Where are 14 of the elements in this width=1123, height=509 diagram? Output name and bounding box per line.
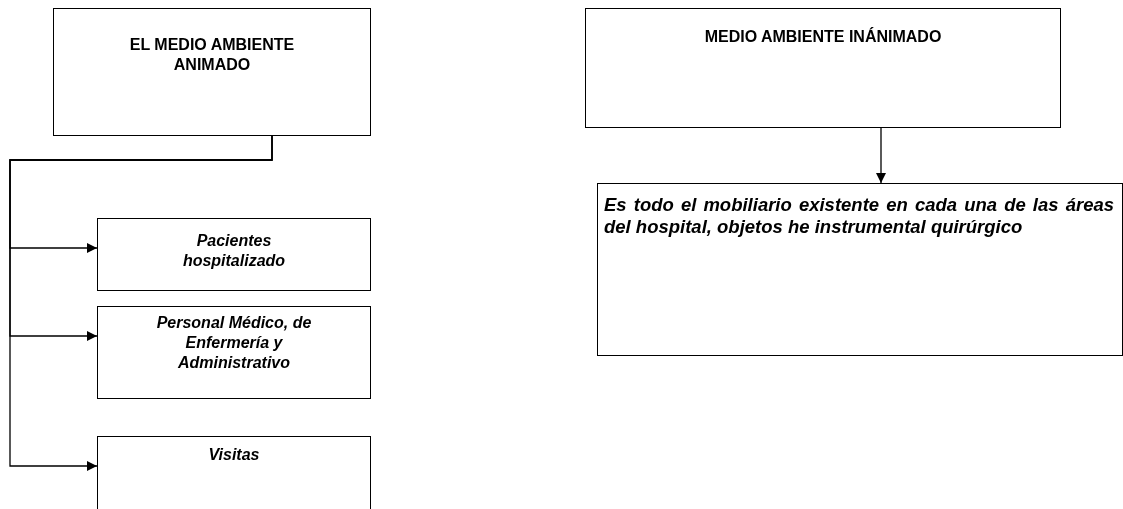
box-text: Personal Médico, de Enfermería y Administrativo	[155, 313, 313, 373]
box-heading: EL MEDIO AMBIENTE ANIMADO	[128, 35, 296, 75]
text-box	[97, 436, 371, 509]
box-text: Pacientes hospitalizado	[181, 231, 287, 271]
text-box	[97, 218, 371, 291]
text-box	[97, 306, 371, 399]
box-text: Es todo el mobiliario existente en cada una de las áreas del hospital, objetos he instrumental quirúrgico	[604, 194, 1114, 238]
text-box	[597, 183, 1123, 356]
box-text: Visitas	[207, 445, 261, 465]
box-heading: MEDIO AMBIENTE INÁNIMADO	[703, 27, 943, 47]
text-box	[53, 8, 371, 136]
text-box	[585, 8, 1061, 128]
arrow	[876, 127, 886, 184]
arrow	[9, 135, 273, 471]
